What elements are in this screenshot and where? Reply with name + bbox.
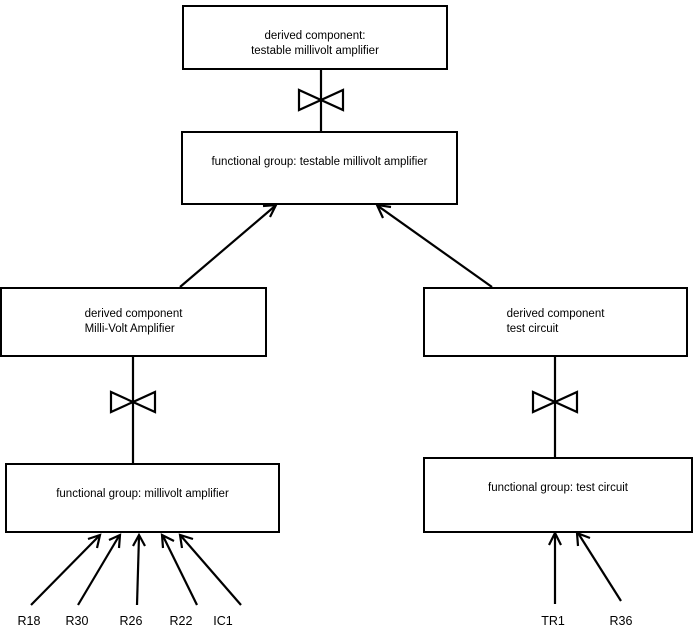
leaf-label-r36: R36 bbox=[609, 614, 633, 628]
node-left-functional-group[interactable]: functional group: millivolt amplifier bbox=[5, 463, 280, 533]
leaf-arrow-r26 bbox=[132, 532, 146, 606]
node-left-derived-component[interactable]: derived component Milli-Volt Amplifier bbox=[0, 287, 267, 357]
node-right-derived-component-label: derived component test circuit bbox=[506, 308, 605, 335]
bowtie-connector-left bbox=[109, 390, 157, 414]
leaf-label-tr1: TR1 bbox=[541, 614, 565, 628]
node-top-derived-component-label: derived component: testable millivolt am… bbox=[251, 30, 379, 57]
leaf-label-r22: R22 bbox=[169, 614, 193, 628]
node-right-functional-group-label: functional group: test circuit bbox=[488, 482, 628, 494]
node-top-derived-component[interactable]: derived component: testable millivolt am… bbox=[182, 5, 448, 70]
leaf-label-r30: R30 bbox=[65, 614, 89, 628]
bowtie-connector-right bbox=[531, 390, 579, 414]
leaf-arrow-ic1 bbox=[178, 533, 242, 606]
leaf-label-ic1: IC1 bbox=[213, 614, 233, 628]
node-left-derived-component-label: derived component Milli-Volt Amplifier bbox=[84, 308, 183, 335]
node-top-functional-group[interactable]: functional group: testable millivolt amp… bbox=[181, 131, 458, 205]
node-right-functional-group[interactable]: functional group: test circuit bbox=[423, 457, 693, 533]
generalization-arrow-left bbox=[179, 203, 278, 288]
leaf-arrow-tr1 bbox=[548, 530, 562, 604]
node-top-functional-group-label: functional group: testable millivolt amp… bbox=[211, 156, 428, 168]
node-left-functional-group-label: functional group: millivolt amplifier bbox=[56, 488, 229, 500]
leaf-arrow-r22 bbox=[160, 533, 198, 606]
leaf-arrow-r36 bbox=[575, 531, 622, 602]
leaf-arrow-r30 bbox=[77, 533, 122, 606]
generalization-arrow-right bbox=[375, 203, 493, 288]
leaf-label-r26: R26 bbox=[119, 614, 143, 628]
leaf-label-r18: R18 bbox=[17, 614, 41, 628]
leaf-arrow-r18 bbox=[30, 533, 102, 606]
node-right-derived-component[interactable]: derived component test circuit bbox=[423, 287, 688, 357]
bowtie-connector-top bbox=[297, 88, 345, 112]
